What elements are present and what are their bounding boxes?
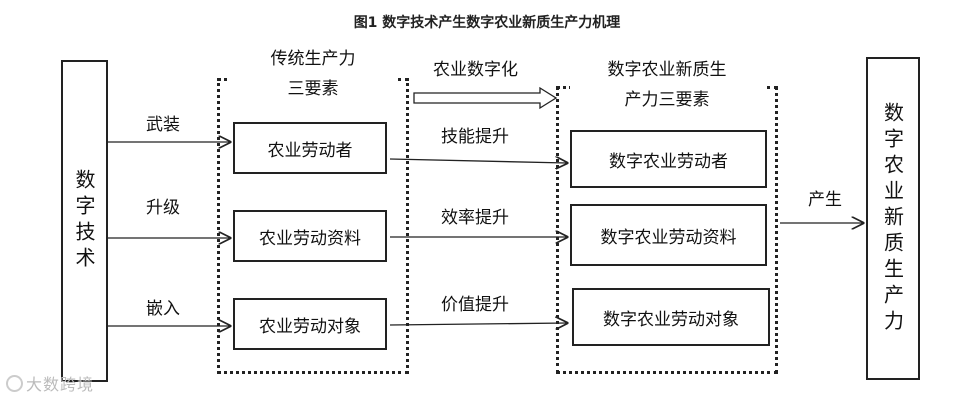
watermark-text: 大数跨境	[26, 375, 95, 394]
watermark-logo-icon	[6, 374, 23, 392]
digital-object-box: 数字农业劳动对象	[572, 288, 770, 346]
arrow-value	[389, 323, 567, 325]
digital-means-box: 数字农业劳动资料	[570, 204, 767, 266]
label-armed: 武装	[146, 115, 180, 135]
label-efficiency: 效率提升	[441, 208, 509, 228]
digital-group-title: 数字农业新质生 产力三要素	[570, 55, 764, 115]
label-value: 价值提升	[441, 295, 509, 315]
label-digitalize: 农业数字化	[433, 60, 518, 80]
figure-title: 图1 数字技术产生数字农业新质生产力机理	[353, 15, 621, 31]
arrow-skill	[389, 159, 567, 163]
label-upgrade: 升级	[146, 198, 180, 218]
label-produce: 产生	[808, 190, 842, 210]
digital-laborer-box: 数字农业劳动者	[570, 130, 767, 188]
new-productivity-box: 数字农业新质生产力	[866, 57, 920, 380]
traditional-group-title: 传统生产力 三要素	[228, 44, 398, 104]
label-embed: 嵌入	[146, 299, 180, 319]
arrow-digitalize	[413, 86, 558, 110]
traditional-object-box: 农业劳动对象	[233, 298, 387, 350]
traditional-laborer-box: 农业劳动者	[233, 122, 387, 174]
digital-technology-box: 数字技术	[61, 60, 108, 382]
traditional-means-box: 农业劳动资料	[233, 210, 387, 262]
watermark: 大数跨境	[6, 371, 94, 395]
label-skill: 技能提升	[441, 127, 509, 147]
